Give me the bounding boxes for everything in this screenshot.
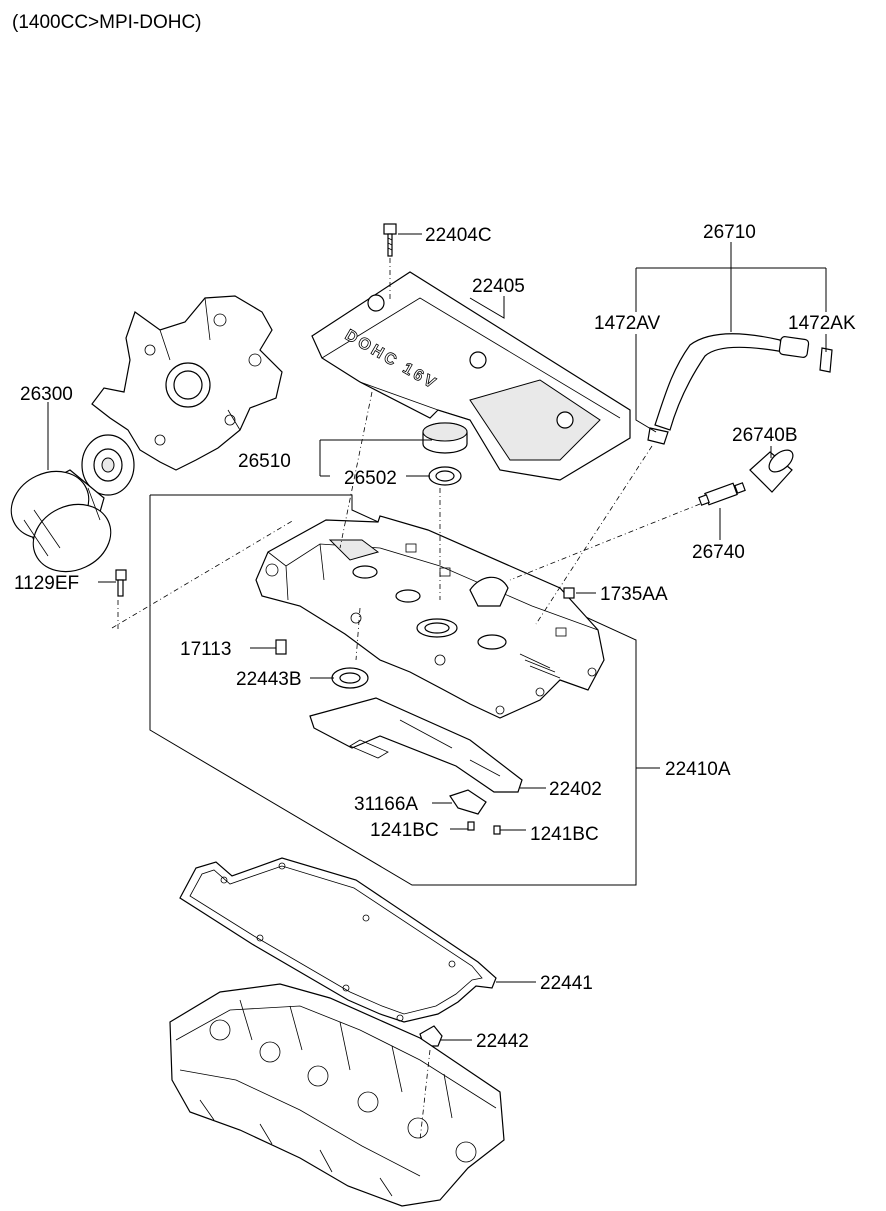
- label-26502: 26502: [344, 468, 397, 489]
- label-1129EF: 1129EF: [14, 573, 79, 594]
- bracket-31166A: [449, 789, 487, 815]
- oil-filler-cap-26510: [422, 422, 468, 454]
- oil-pump-housing: [81, 295, 283, 496]
- bolt-1129EF: [115, 569, 127, 597]
- hose-26740B: [749, 449, 794, 493]
- label-22443B: 22443B: [236, 669, 302, 690]
- label-26510: 26510: [238, 451, 291, 472]
- baffle-plate-22402: [309, 697, 523, 793]
- label-1735AA: 1735AA: [600, 584, 668, 605]
- label-26740B: 26740B: [732, 425, 798, 446]
- label-22402: 22402: [549, 779, 602, 800]
- bolt-22404C: [383, 223, 397, 257]
- screw-1241BC-b: [493, 825, 501, 835]
- seal-22443B-inner: [339, 672, 361, 684]
- leader-lines: [47, 233, 827, 1041]
- gasket-22441: [179, 857, 497, 1023]
- label-22441: 22441: [540, 973, 593, 994]
- plug-1735AA: [563, 587, 575, 599]
- label-1472AV: 1472AV: [594, 313, 661, 334]
- label-22405: 22405: [472, 276, 525, 297]
- cylinder-head-cover-22410A: [255, 515, 605, 719]
- oil-filter-26300: [10, 469, 112, 573]
- label-1472AK: 1472AK: [788, 313, 856, 334]
- engine-cover-22405: DOHC 16V: [311, 271, 631, 481]
- installation-axes: [339, 391, 701, 1141]
- leader-1129EF-axis: [111, 519, 295, 630]
- breather-hose-26710: [647, 333, 833, 445]
- diagram-title: (1400CC>MPI-DOHC): [12, 12, 202, 33]
- label-22404C: 22404C: [425, 225, 492, 246]
- cylinder-head: [169, 983, 505, 1207]
- label-22410A: 22410A: [665, 759, 731, 780]
- label-1241BC-left: 1241BC: [370, 820, 439, 841]
- label-1241BC-right: 1241BC: [530, 824, 599, 845]
- o-ring-26502-inner: [435, 470, 455, 482]
- assembly-boundary-22410A: [149, 494, 637, 886]
- dowel-17113: [275, 639, 287, 655]
- label-26710: 26710: [703, 222, 756, 243]
- label-31166A: 31166A: [354, 794, 418, 815]
- label-22442: 22442: [476, 1031, 529, 1052]
- label-26740: 26740: [692, 542, 745, 563]
- screw-1241BC-a: [467, 821, 475, 831]
- label-26300: 26300: [20, 384, 73, 405]
- pcv-valve-26740: [698, 482, 746, 506]
- label-17113: 17113: [180, 639, 231, 660]
